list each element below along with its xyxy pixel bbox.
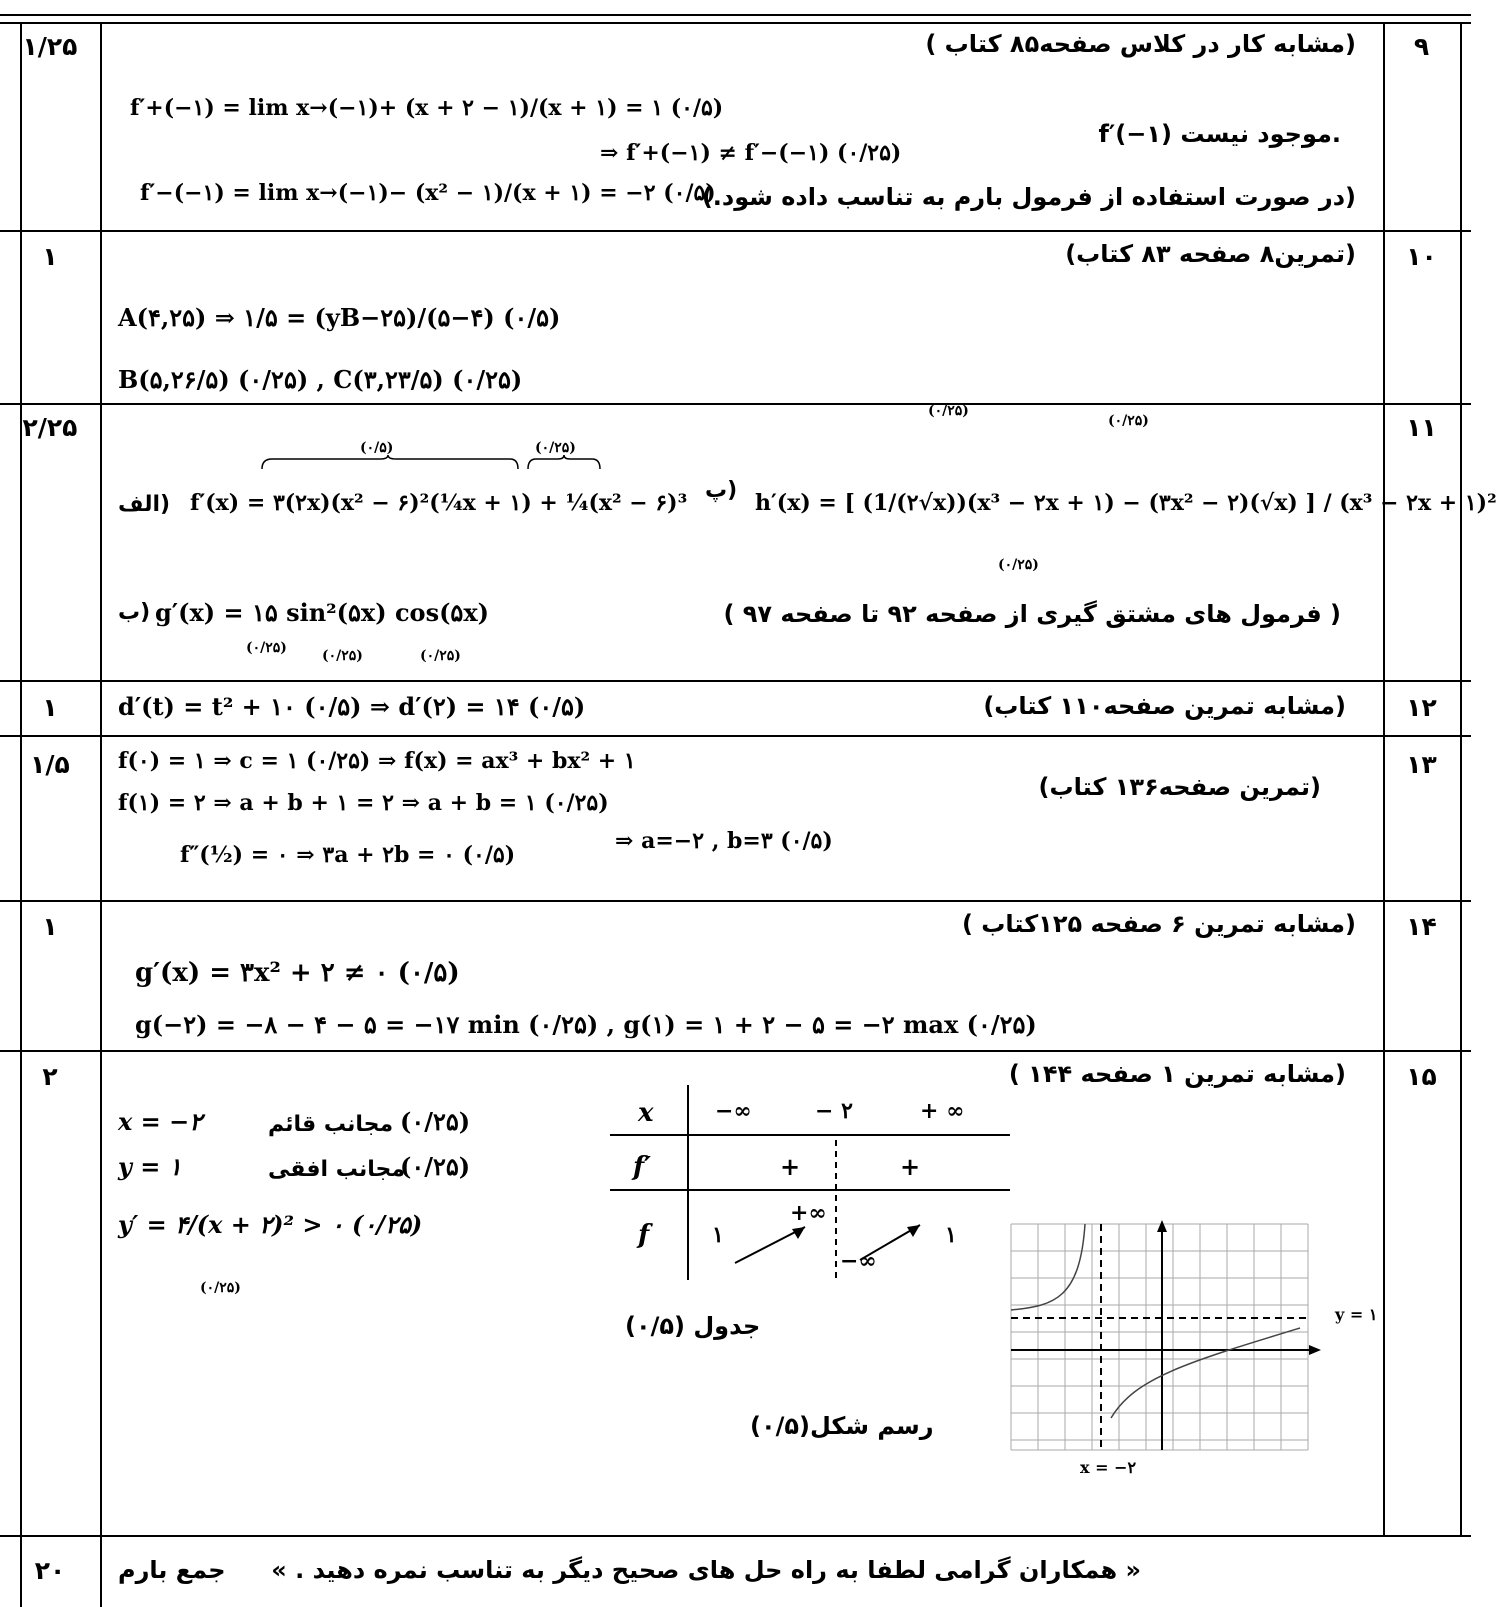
total-label: جمع بارم [118,1556,226,1584]
total-score: ۲۰ [34,1556,66,1585]
equation-line: ⇒ a=−۲ , b=۳ (۰/۵) [615,828,833,854]
col-border [20,22,22,1607]
table-f-value: ۱ [712,1222,724,1248]
row-divider [0,1050,1471,1052]
row-divider [0,22,1471,24]
horizontal-asymptote: y = ۱ [118,1152,182,1181]
equation-line: f(۰) = ۱ ⇒ c = ۱ (۰/۲۵) ⇒ f(x) = ax³ + b… [118,748,636,774]
limit-right: f′+(−۱) = lim x→(−۱)+ (x + ۲ − ۱)/(x + ۱… [130,95,724,121]
equation-line: A(۴,۲۵) ⇒ ۱/۵ = (yB−۲۵)/(۵−۴) (۰/۵) [118,303,561,332]
note-text: (در صورت استفاده از فرمول بارم به تناسب … [701,183,1356,211]
vertical-asymptote: x = −۲ [118,1107,203,1136]
table-fprime-label: f′ [633,1152,652,1182]
table-x-value: − ۲ [815,1098,853,1124]
derivative-g: g′(x) = ۱۵ sin²(۵x) cos(۵x) [155,598,489,627]
equation-line: g′(x) = ۳x² + ۲ ≠ ۰ (۰/۵) [135,958,460,988]
graph-x-label: x = −۲ [1080,1458,1137,1477]
derivative-sign: y′ = ۴/(x + ۲)² > ۰ (۰/۲۵) [118,1210,423,1239]
col-border [1460,22,1462,1535]
score-cell: ۱/۲۵ [22,32,78,61]
score-cell: ۱ [42,242,58,271]
question-number: ۹ [1413,32,1430,61]
part-label-alef: (الف [118,492,171,517]
derivative-h: h′(x) = [ (1/(۲√x))(x³ − ۲x + ۱) − (۳x² … [755,490,1497,516]
mark: (۰/۲۵) [400,1152,471,1181]
row-divider [0,900,1471,902]
part-label-be: (ب [118,600,151,625]
question-number: ۱۰ [1406,242,1437,271]
equation-line: g(−۲) = −۸ − ۴ − ۵ = −۱۷ min (۰/۲۵) , g(… [135,1010,1037,1039]
score-cell: ۲/۲۵ [22,413,78,442]
function-graph [1010,1220,1321,1451]
top-rule [0,14,1471,16]
mark: (۰/۲۵) [535,440,576,456]
graph-caption: رسم شکل(۰/۵) [750,1412,934,1440]
score-cell: ۲ [42,1062,58,1091]
equation-line: f(۱) = ۲ ⇒ a + b + ۱ = ۲ ⇒ a + b = ۱ (۰/… [118,790,609,816]
conclusion: ⇒ f′+(−۱) ≠ f′−(−۱) (۰/۲۵) [600,140,902,166]
question-number: ۱۴ [1406,912,1437,941]
equation-line: d′(t) = t² + ۱۰ (۰/۵) ⇒ d′(۲) = ۱۴ (۰/۵) [118,692,586,721]
reference-text: (مشابه تمرین ۱ صفحه ۱۴۴ ) [1008,1060,1346,1088]
mark: (۰/۲۵) [928,403,969,419]
mark: (۰/۲۵) [400,1107,471,1136]
asymptote-label: مجانب افقی [268,1157,405,1182]
table-f-label: f [638,1220,650,1250]
reference-text: (مشابه تمرین ۶ صفحه ۱۲۵کتاب ) [961,910,1356,938]
table-f-value: ۱ [945,1222,957,1248]
mark: (۰/۲۵) [200,1280,241,1296]
question-number: ۱۵ [1406,1062,1437,1091]
row-divider [0,680,1471,682]
equation-line: B(۵,۲۶/۵) (۰/۲۵) , C(۳,۲۳/۵) (۰/۲۵) [118,365,523,394]
table-fprime-value: + [780,1152,801,1181]
footer-note: « همکاران گرامی لطفا به راه حل های صحیح … [271,1556,1141,1584]
reference-text: ( فرمول های مشتق گیری از صفحه ۹۲ تا صفحه… [723,600,1341,628]
table-f-value: +∞ [790,1200,827,1226]
table-f-value: −∞ [840,1248,877,1274]
table-caption: جدول (۰/۵) [625,1312,761,1340]
score-cell: ۱ [42,912,58,941]
equation-line: f″(½) = ۰ ⇒ ۳a + ۲b = ۰ (۰/۵) [180,842,516,868]
table-fprime-value: + [900,1152,921,1181]
col-border [1383,22,1385,1535]
part-label-pe: (پ [705,478,738,503]
reference-text: (تمرین۸ صفحه ۸۳ کتاب) [1065,240,1356,268]
question-number: ۱۱ [1406,413,1437,442]
overbrace-marks [261,454,601,470]
mark: (۰/۲۵) [1108,413,1149,429]
table-x-label: x [638,1098,654,1128]
row-divider [0,403,1471,405]
reference-text: (مشابه کار در کلاس صفحه۸۵ کتاب ) [925,30,1356,58]
question-number: ۱۳ [1406,750,1437,779]
col-border [100,22,102,1607]
limit-left: f′−(−۱) = lim x→(−۱)− (x² − ۱)/(x + ۱) =… [140,180,716,206]
reference-text: (مشابه تمرین صفحه۱۱۰ کتاب) [983,692,1346,720]
score-cell: ۱ [42,693,58,722]
mark: (۰/۲۵) [998,557,1039,573]
table-x-value: −∞ [715,1098,752,1124]
graph-y-label: y = ۱ [1335,1305,1378,1324]
row-divider [0,735,1471,737]
mark: (۰/۵) [360,440,394,456]
score-cell: ۱/۵ [30,750,70,779]
mark: (۰/۲۵) [246,640,287,656]
statement-text: f′(−۱) موجود نیست. [1098,120,1341,148]
asymptote-label: مجانب قائم [268,1112,394,1137]
derivative-f: f′(x) = ۳(۲x)(x² − ۶)²(¼x + ۱) + ¼(x² − … [190,490,688,516]
table-x-value: + ∞ [920,1098,965,1124]
variation-table-lines [610,1085,1010,1280]
mark: (۰/۲۵) [420,648,461,664]
mark: (۰/۲۵) [322,648,363,664]
question-number: ۱۲ [1406,693,1437,722]
reference-text: (تمرین صفحه۱۳۶ کتاب) [1038,773,1321,801]
row-divider [0,230,1471,232]
row-divider [0,1535,1471,1537]
